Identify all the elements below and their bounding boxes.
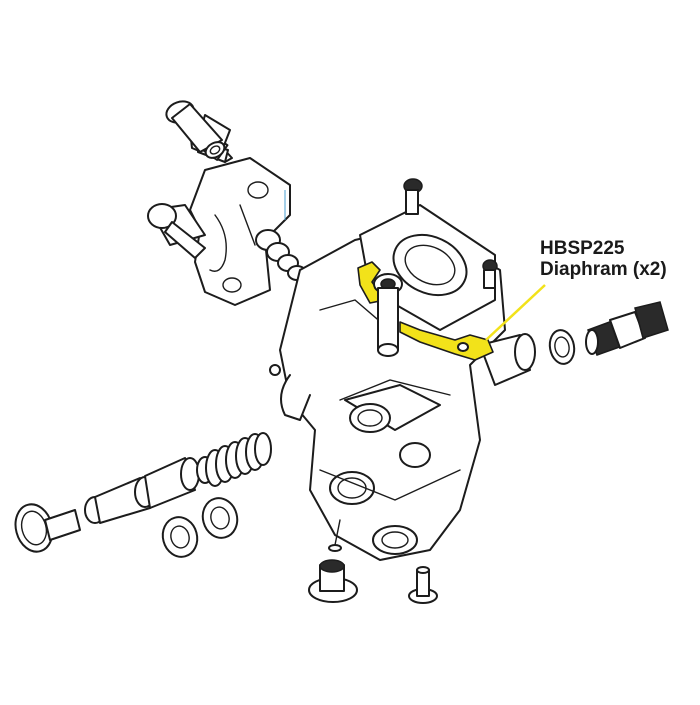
seal-ring-1 [161,516,199,558]
part-callout-label: HBSP225 Diaphram (x2) [540,238,667,280]
top-socket-cap-screw [165,100,233,163]
highlighted-diaphragm [357,261,494,361]
left-housing-bracket [189,157,291,306]
spring [205,432,272,487]
bottom-pin [408,566,438,604]
top-small-screw [403,178,498,289]
bottom-flanged-bushing [308,559,358,603]
right-threaded-fitting [585,301,669,356]
callout-leader-line [485,284,546,341]
left-socket-cap-screw [147,203,206,259]
piston-shaft-assembly [14,456,214,553]
part-number: HBSP225 [540,238,625,259]
part-description: Diaphram (x2) [540,259,667,280]
right-washer [548,329,576,365]
seal-ring-2 [201,497,239,539]
central-pump-body [269,204,536,561]
